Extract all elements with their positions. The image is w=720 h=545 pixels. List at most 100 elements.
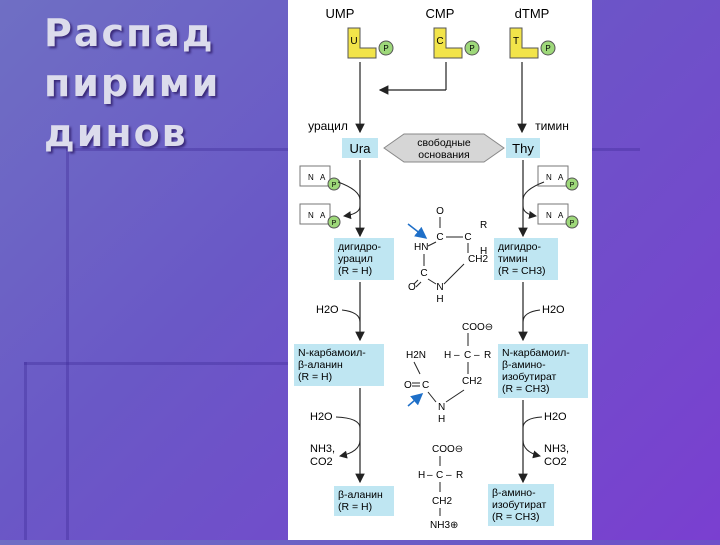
atom-h: H (480, 246, 487, 257)
atom-h: H (436, 294, 443, 305)
title-line: динов (44, 111, 188, 155)
diagram-panel: UMP CMP dTMP U P C P T P урацил тимин Ur… (288, 0, 592, 540)
phosphate-label: P (545, 44, 550, 53)
arrow (341, 309, 361, 323)
dihydrothymine-line: дигидро- (498, 241, 541, 253)
atom-h: H (444, 350, 451, 361)
beta-aminoisobutyrate-line: изобутират (492, 499, 547, 511)
cofactor-icon: N A P (299, 165, 341, 191)
carbamoyl-aminoisobutyrate-box (498, 344, 588, 398)
phosphate-label: P (570, 182, 575, 189)
phosphate-label: P (332, 182, 337, 189)
blue-arrow (407, 393, 424, 407)
carbamoyl-aminoisobutyrate-line: β-амино- (502, 359, 546, 371)
reagent-nh3: NH3, (544, 443, 569, 455)
arrow (522, 309, 541, 323)
cmp-nucleotide-icon: C P (433, 27, 480, 59)
atom-r: R (480, 220, 487, 231)
reagent-h2o: H2O (316, 304, 339, 316)
ump-label: UMP (326, 6, 355, 21)
dtmp-label: dTMP (515, 6, 550, 21)
arrow (335, 416, 361, 429)
atom-h: H (418, 470, 425, 481)
atom-n: N (438, 402, 445, 413)
cofactor-a: A (320, 211, 326, 220)
dihydrouracil-line: урацил (338, 253, 373, 265)
beta-aminoisobutyrate-line: (R = CH3) (492, 511, 540, 523)
arrow (339, 439, 361, 459)
atom-c: C (420, 268, 427, 279)
dihydrouracil-box (334, 238, 394, 280)
pyrimidine-degradation-diagram: UMP CMP dTMP U P C P T P урацил тимин Ur… (294, 6, 588, 531)
dihydrouracil-line: (R = H) (338, 265, 372, 277)
atom-h: H (438, 414, 445, 425)
atom-ch2: CH2 (468, 254, 488, 265)
atom-c: C (422, 380, 429, 391)
phosphate-label: P (332, 220, 337, 227)
atom-o: O (404, 380, 412, 391)
free-bases-line2: основания (418, 149, 469, 161)
beta-alanine-line: (R = H) (338, 501, 372, 513)
free-bases-line1: свободные (417, 137, 471, 149)
arrow (522, 439, 541, 459)
base-letter: U (350, 36, 357, 47)
atom-c: C (436, 470, 443, 481)
carbamoyl-alanine-line: (R = H) (298, 371, 332, 383)
decorative-line (24, 362, 288, 365)
atom-coo: COO⊖ (432, 444, 463, 455)
atom-dash: – (454, 350, 460, 361)
dihydrouracil-line: дигидро- (338, 241, 381, 253)
carbamoyl-structure: COO⊖ H2N H – C – R O C CH2 N H (404, 322, 493, 425)
arrow (522, 416, 543, 429)
thymine-label: тимин (535, 119, 569, 133)
atom-ch2: CH2 (462, 376, 482, 387)
arrow (337, 181, 361, 201)
base-letter: C (436, 36, 443, 47)
atom-ch2: CH2 (432, 496, 452, 507)
base-letter: T (513, 36, 519, 47)
atom-c: C (464, 350, 471, 361)
atom-coo: COO⊖ (462, 322, 493, 333)
atom-c: C (464, 232, 471, 243)
reagent-co2: CO2 (544, 456, 567, 468)
atom-h2n: H2N (406, 350, 426, 361)
cofactor-n: N (546, 211, 552, 220)
decorative-line (66, 148, 69, 540)
atom-r: R (484, 350, 491, 361)
atom-nh3: NH3⊕ (430, 520, 458, 531)
reagent-h2o: H2O (544, 411, 567, 423)
atom-o: O (436, 206, 444, 217)
reagent-h2o: H2O (310, 411, 333, 423)
dtmp-nucleotide-icon: T P (509, 27, 556, 59)
cmp-label: CMP (426, 6, 455, 21)
carbamoyl-alanine-box (294, 344, 384, 386)
cofactor-n: N (546, 173, 552, 182)
cofactor-n: N (308, 211, 314, 220)
cofactor-n: N (308, 173, 314, 182)
free-bases-arrow (383, 133, 505, 163)
beta-aminoisobutyrate-box (488, 484, 554, 526)
carbamoyl-aminoisobutyrate-line: (R = CH3) (502, 383, 550, 395)
ura-text: Ura (350, 141, 372, 156)
phosphate-label: P (469, 44, 474, 53)
dihydrothymine-line: (R = CH3) (498, 265, 546, 277)
reagent-h2o: H2O (542, 304, 565, 316)
cofactor-icon: N A P (537, 165, 579, 191)
atom-o: O (408, 282, 416, 293)
slide-title: Распад пирими динов (44, 8, 274, 158)
cofactor-a: A (558, 211, 564, 220)
phosphate-label: P (570, 220, 575, 227)
thy-box (506, 138, 540, 158)
atom-r: R (456, 470, 463, 481)
atom-dash: – (474, 350, 480, 361)
carbamoyl-alanine-line: N-карбамоил- (298, 347, 366, 359)
reagent-nh3: NH3, (310, 443, 335, 455)
dihydrothymine-box (494, 238, 558, 280)
cofactor-icon: N A P (299, 203, 341, 229)
beta-alanine-box (334, 486, 394, 516)
atom-dash: – (427, 470, 433, 481)
atom-dash: – (446, 470, 452, 481)
phosphate-label: P (383, 44, 388, 53)
ump-nucleotide-icon: U P (347, 27, 394, 59)
cofactor-icon: N A P (537, 203, 579, 229)
